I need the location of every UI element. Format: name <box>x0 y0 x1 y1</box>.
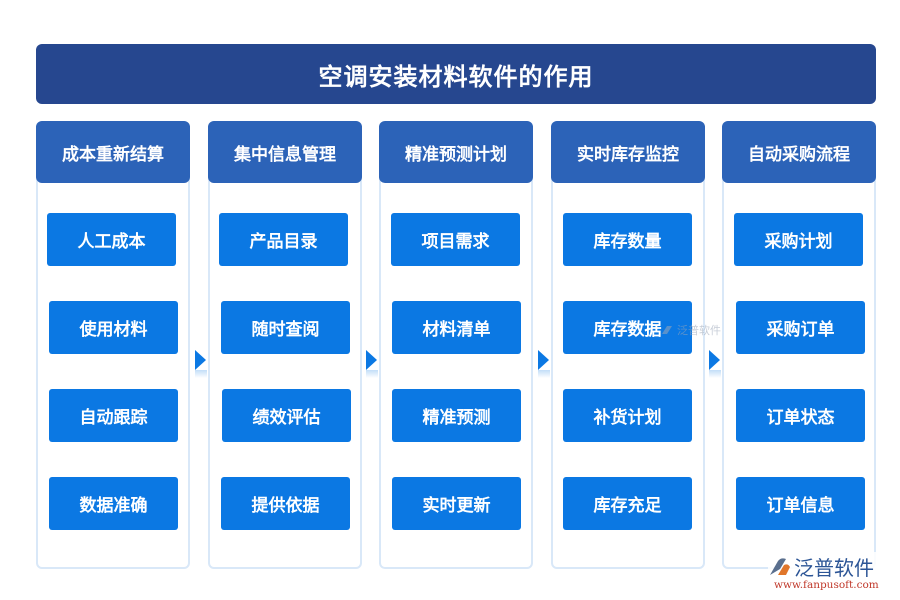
column-header: 精准预测计划 <box>379 121 533 183</box>
column-forecast-planning: 精准预测计划 项目需求 材料清单 精准预测 实时更新 <box>379 121 533 569</box>
item-label: 库存数据 <box>593 320 662 340</box>
item-label: 补货计划 <box>593 408 662 428</box>
item-box: 订单状态 <box>736 389 865 442</box>
item-label: 库存充足 <box>593 496 662 516</box>
watermark: 泛普软件 <box>660 322 721 338</box>
arrow-right-icon <box>195 350 206 370</box>
item-box: 产品目录 <box>219 213 348 266</box>
column-header: 实时库存监控 <box>551 121 705 183</box>
item-box: 提供依据 <box>221 477 350 530</box>
item-label: 随时查阅 <box>251 320 320 340</box>
arrow-right-icon <box>538 350 549 370</box>
item-label: 项目需求 <box>421 232 490 252</box>
item-label: 采购订单 <box>766 320 835 340</box>
item-box: 绩效评估 <box>222 389 351 442</box>
column-header: 集中信息管理 <box>208 121 362 183</box>
item-label: 库存数量 <box>593 232 662 252</box>
column-header-label: 自动采购流程 <box>748 144 850 165</box>
item-label: 订单状态 <box>766 408 835 428</box>
column-info-management: 集中信息管理 产品目录 随时查阅 绩效评估 提供依据 <box>208 121 362 569</box>
item-label: 精准预测 <box>422 408 491 428</box>
column-header: 自动采购流程 <box>722 121 876 183</box>
column-header-label: 集中信息管理 <box>234 144 336 165</box>
arrow-shadow <box>709 370 721 378</box>
item-box: 采购订单 <box>736 301 865 354</box>
item-box: 采购计划 <box>734 213 863 266</box>
page-title: 空调安装材料软件的作用 <box>318 62 594 91</box>
column-header-label: 成本重新结算 <box>62 144 164 165</box>
item-label: 实时更新 <box>422 496 491 516</box>
brand-logo-icon <box>662 326 672 334</box>
column-header-label: 实时库存监控 <box>577 144 679 165</box>
item-box: 实时更新 <box>392 477 521 530</box>
item-label: 自动跟踪 <box>79 408 148 428</box>
item-label: 使用材料 <box>79 320 148 340</box>
item-box: 补货计划 <box>563 389 692 442</box>
arrow-right-icon <box>709 350 720 370</box>
item-box: 材料清单 <box>392 301 521 354</box>
item-box: 数据准确 <box>49 477 178 530</box>
item-label: 数据准确 <box>79 496 148 516</box>
brand-logo: 泛普软件 www.fanpusoft.com <box>768 552 896 591</box>
item-box: 库存数量 <box>563 213 692 266</box>
item-box: 自动跟踪 <box>49 389 178 442</box>
item-box: 库存充足 <box>563 477 692 530</box>
item-label: 提供依据 <box>251 496 320 516</box>
item-box: 订单信息 <box>736 477 865 530</box>
brand-name: 泛普软件 <box>794 556 874 580</box>
item-label: 人工成本 <box>77 232 146 252</box>
item-box: 随时查阅 <box>221 301 350 354</box>
column-cost-settlement: 成本重新结算 人工成本 使用材料 自动跟踪 数据准确 <box>36 121 190 569</box>
arrow-shadow <box>538 370 550 378</box>
item-box: 人工成本 <box>47 213 176 266</box>
brand-url: www.fanpusoft.com <box>774 579 879 591</box>
item-label: 绩效评估 <box>252 408 321 428</box>
title-banner: 空调安装材料软件的作用 <box>36 44 876 104</box>
item-box: 精准预测 <box>392 389 521 442</box>
arrow-right-icon <box>366 350 377 370</box>
column-procurement: 自动采购流程 采购计划 采购订单 订单状态 订单信息 <box>722 121 876 569</box>
arrow-shadow <box>366 370 378 378</box>
watermark-text: 泛普软件 <box>677 324 721 337</box>
item-label: 采购计划 <box>764 232 833 252</box>
item-label: 订单信息 <box>766 496 835 516</box>
item-box: 项目需求 <box>391 213 520 266</box>
item-box: 使用材料 <box>49 301 178 354</box>
item-label: 产品目录 <box>249 232 318 252</box>
column-header: 成本重新结算 <box>36 121 190 183</box>
column-header-label: 精准预测计划 <box>405 144 507 165</box>
column-inventory-monitoring: 实时库存监控 库存数量 库存数据 补货计划 库存充足 <box>551 121 705 569</box>
arrow-shadow <box>195 370 207 378</box>
item-label: 材料清单 <box>422 320 491 340</box>
brand-logo-icon <box>770 557 790 575</box>
